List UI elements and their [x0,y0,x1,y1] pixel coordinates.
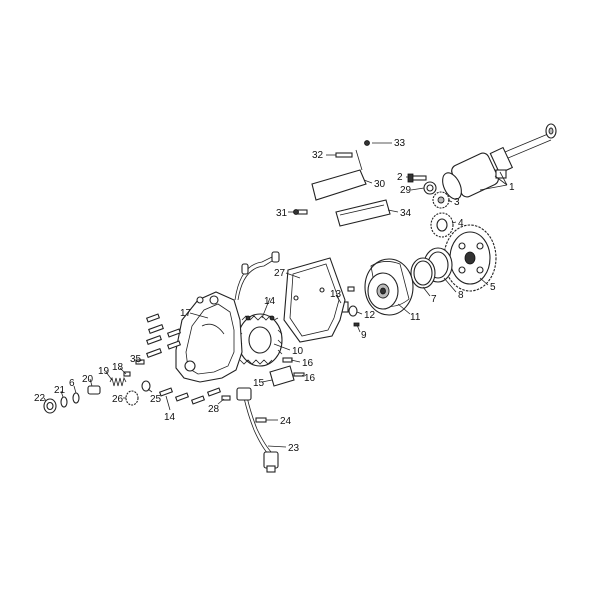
callout-3: 3 [454,197,460,208]
gear-26 [125,390,139,406]
cap-22 [43,398,57,414]
key-9 [353,322,360,327]
callout-6: 6 [69,378,75,389]
callout-2: 2 [397,172,403,183]
callout-7: 7 [431,294,437,305]
stator-10 [237,313,283,367]
bolt-33 [364,140,370,146]
callout-20: 20 [82,374,94,385]
bolt-16a [282,357,293,363]
callout-12: 12 [364,310,376,321]
gear-4 [430,212,454,238]
washer-25 [141,380,151,392]
pin-18 [123,371,131,377]
callout-1: 1 [509,182,515,193]
plate-34 [335,199,391,227]
bolt-35 [135,359,145,365]
bolt-28 [221,395,231,401]
callout-14-upper: 14 [264,296,276,307]
washer-21 [60,396,68,408]
flywheel-11 [364,258,414,316]
bolt-24 [255,417,267,423]
callout-33: 33 [394,138,406,149]
callout-35: 35 [130,354,142,365]
callout-4: 4 [458,218,464,229]
spring-19 [109,376,127,387]
callout-21: 21 [54,385,66,396]
callout-16-upper: 16 [302,358,314,369]
callout-23: 23 [288,443,300,454]
bolt-31 [293,209,308,215]
bracket-15 [269,365,305,387]
callout-26: 26 [112,394,124,405]
bracket-30 [311,149,367,201]
stator-cover-17 [175,291,243,383]
bolt-2 [407,173,427,183]
callout-9: 9 [361,330,367,341]
bolt-32 [335,152,353,158]
sensor-cable-23 [236,387,279,473]
callout-24: 24 [280,416,292,427]
callout-34: 34 [400,208,412,219]
gasket-27 [283,257,346,343]
callout-16-lower: 16 [304,373,316,384]
callout-13: 13 [330,289,342,300]
callout-10: 10 [292,346,304,357]
callout-14-lower: 14 [164,412,176,423]
ring-7 [410,257,436,289]
callout-8: 8 [458,290,464,301]
callout-11: 11 [410,312,421,323]
callout-19: 19 [98,366,110,377]
callout-30: 30 [374,179,386,190]
stator-wire [234,251,280,301]
callout-27: 27 [274,268,286,279]
o-ring-29 [423,181,437,195]
callout-29: 29 [400,185,412,196]
callout-25: 25 [150,394,162,405]
cover-bolts-14 [145,313,222,405]
callout-22: 22 [34,393,46,404]
callout-28: 28 [208,404,220,415]
callout-32: 32 [312,150,324,161]
ring-gear-5 [443,224,497,292]
washer-12 [348,305,358,317]
small-bolt-9b [347,286,355,292]
leader-lines [43,142,508,448]
washer-6 [72,392,80,404]
callout-17: 17 [180,308,192,319]
callout-labels: 1 2 3 4 5 6 7 8 9 10 11 12 13 14 14 15 1… [34,138,515,454]
gear-3 [432,191,450,209]
callout-15: 15 [253,378,265,389]
callout-5: 5 [490,282,496,293]
callout-18: 18 [112,362,124,373]
callout-31: 31 [276,208,288,219]
starter-motor [442,123,557,200]
shaft-20 [87,385,101,395]
